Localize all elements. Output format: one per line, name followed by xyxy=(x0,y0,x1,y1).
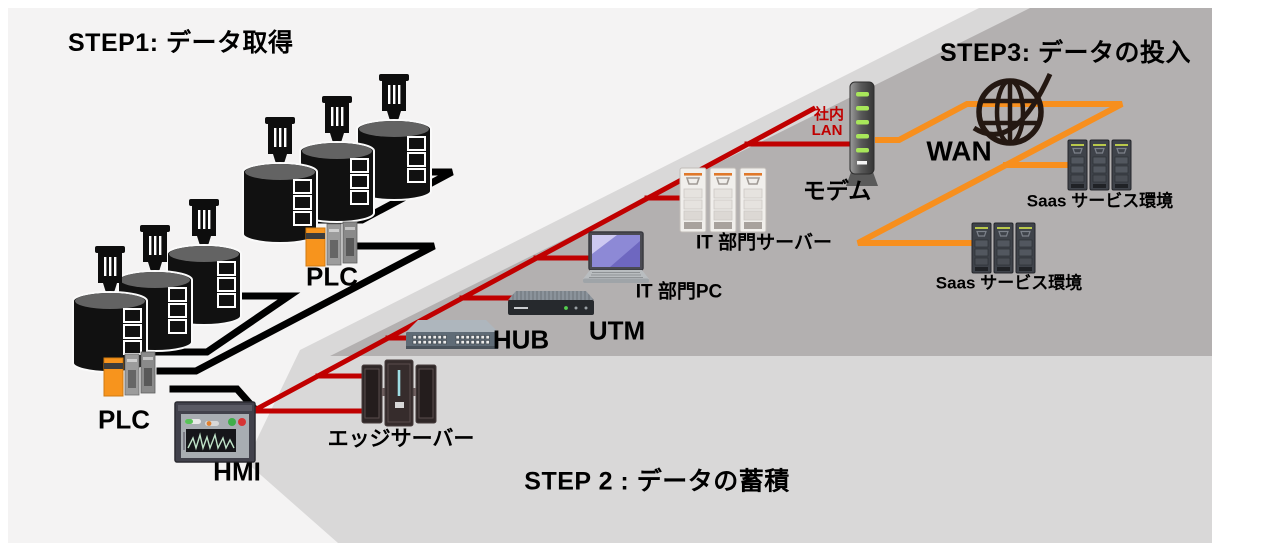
server-towers-dark-icon xyxy=(1068,140,1131,190)
laptop-icon xyxy=(583,231,649,283)
hmi-label: HMI xyxy=(213,456,261,487)
wan-lines xyxy=(856,101,1124,246)
step1-title: STEP1: データ取得 xyxy=(68,29,294,57)
server-towers-dark-icon xyxy=(972,223,1035,273)
plc-lower-label: PLC xyxy=(98,404,150,435)
step2-title: STEP 2 : データの蓄積 xyxy=(524,467,790,496)
server-rack-icon xyxy=(361,359,437,427)
lan-lines xyxy=(249,105,863,415)
network-switch-icon xyxy=(406,320,498,349)
lan-badge-line1: 社内 xyxy=(813,105,845,123)
globe-icon xyxy=(972,72,1053,146)
it-pc-label: IT 部門PC xyxy=(635,281,723,303)
edge-server-label: エッジサーバー xyxy=(327,427,475,451)
plc-icon xyxy=(305,221,358,267)
hmi-panel-icon xyxy=(174,401,256,463)
plc-upper-label: PLC xyxy=(306,261,358,292)
utm-label: UTM xyxy=(588,315,646,346)
saas-upper-label: Saas サービス環境 xyxy=(1026,191,1174,211)
security-appliance-icon xyxy=(508,291,594,315)
modem-label: モデム xyxy=(802,177,872,204)
lan-badge-line2: LAN xyxy=(811,121,843,139)
hub-label: HUB xyxy=(492,324,550,355)
step3-title: STEP3: データの投入 xyxy=(940,39,1191,67)
saas-lower-label: Saas サービス環境 xyxy=(935,273,1083,293)
it-server-label: IT 部門サーバー xyxy=(696,232,832,254)
wan-label: WAN xyxy=(926,135,992,167)
modem-icon xyxy=(846,81,878,186)
server-towers-icon xyxy=(680,168,766,232)
plc-icon xyxy=(103,351,156,397)
